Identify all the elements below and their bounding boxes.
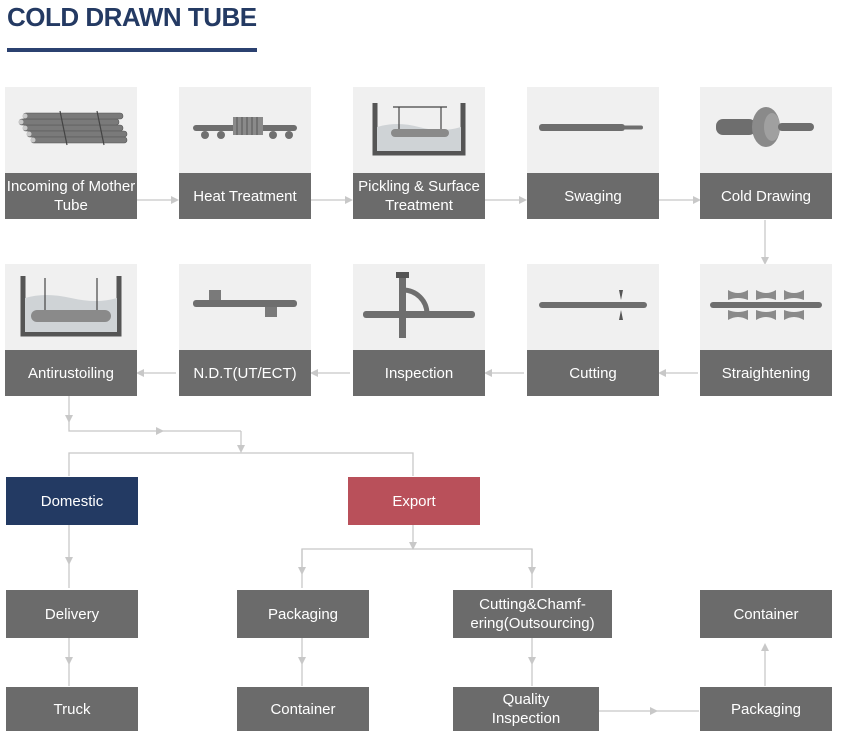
step-label: Heat Treatment — [179, 173, 311, 219]
swaged-tube-icon — [539, 124, 643, 131]
step-incoming-mother-tube: Incoming of Mother Tube — [5, 87, 137, 219]
step-label: Cold Drawing — [700, 173, 832, 219]
step-cold-drawing: Cold Drawing — [700, 87, 832, 219]
step-export-container-2: Container — [700, 590, 832, 638]
step-export-packaging: Packaging — [237, 590, 369, 638]
step-straightening: Straightening — [700, 264, 832, 396]
tube-bundle-icon — [18, 110, 128, 146]
step-cutting-chamfering: Cutting&Chamf- ering(Outsourcing) — [453, 590, 612, 638]
furnace-roller-icon — [193, 117, 297, 139]
step-ndt: N.D.T(UT/ECT) — [179, 264, 311, 396]
step-label: Pickling & Surface Treatment — [353, 173, 485, 219]
step-label: N.D.T(UT/ECT) — [179, 350, 311, 396]
step-export-packaging-2: Packaging — [700, 687, 832, 731]
title-underline — [7, 48, 257, 52]
step-delivery: Delivery — [6, 590, 138, 638]
step-label: Antirustoiling — [5, 350, 137, 396]
step-antirustoiling: Antirustoiling — [5, 264, 137, 396]
step-label: Inspection — [353, 350, 485, 396]
branch-domestic: Domestic — [6, 477, 138, 525]
oil-tank-icon — [20, 276, 122, 337]
step-truck: Truck — [6, 687, 138, 731]
step-heat-treatment: Heat Treatment — [179, 87, 311, 219]
cutting-blade-icon — [539, 290, 647, 320]
step-label: Swaging — [527, 173, 659, 219]
step-export-container: Container — [237, 687, 369, 731]
step-label: Straightening — [700, 350, 832, 396]
branch-export: Export — [348, 477, 480, 525]
step-pickling-surface-treatment: Pickling & Surface Treatment — [353, 87, 485, 219]
ndt-probe-icon — [193, 290, 297, 317]
step-quality-inspection: Quality Inspection — [453, 687, 599, 731]
drawing-die-icon — [716, 107, 814, 147]
step-inspection: Inspection — [353, 264, 485, 396]
page-title: COLD DRAWN TUBE — [7, 2, 257, 32]
step-label: Cutting — [527, 350, 659, 396]
straightening-rolls-icon — [710, 290, 822, 320]
step-swaging: Swaging — [527, 87, 659, 219]
gauge-inspection-icon — [363, 272, 475, 338]
pickling-tank-icon — [372, 103, 466, 156]
step-label: Incoming of Mother Tube — [5, 173, 137, 219]
step-cutting: Cutting — [527, 264, 659, 396]
